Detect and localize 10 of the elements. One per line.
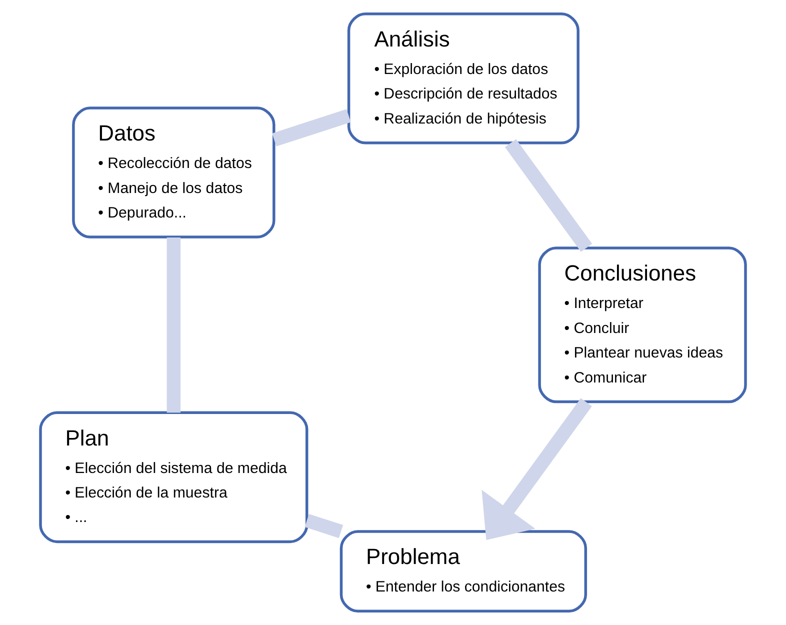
connector xyxy=(272,109,351,146)
node-box: Datos • Recolección de datos • Manejo de los datos • Depurado... xyxy=(72,106,276,238)
node-box: Plan • Elección del sistema de medida • Elección de la muestra • ... xyxy=(39,411,308,544)
connector xyxy=(304,514,344,538)
connector xyxy=(166,238,181,413)
arrow xyxy=(482,398,592,540)
node-box: Conclusiones • Interpretar • Concluir • Plantear nuevas ideas • Comunicar xyxy=(538,246,747,404)
node-box: Problema • Entender los condicionantes xyxy=(340,530,588,613)
connector xyxy=(504,139,592,252)
node-box: Análisis • Exploración de los datos • Descripción de resultados • Realización de hipótesis xyxy=(347,12,580,144)
